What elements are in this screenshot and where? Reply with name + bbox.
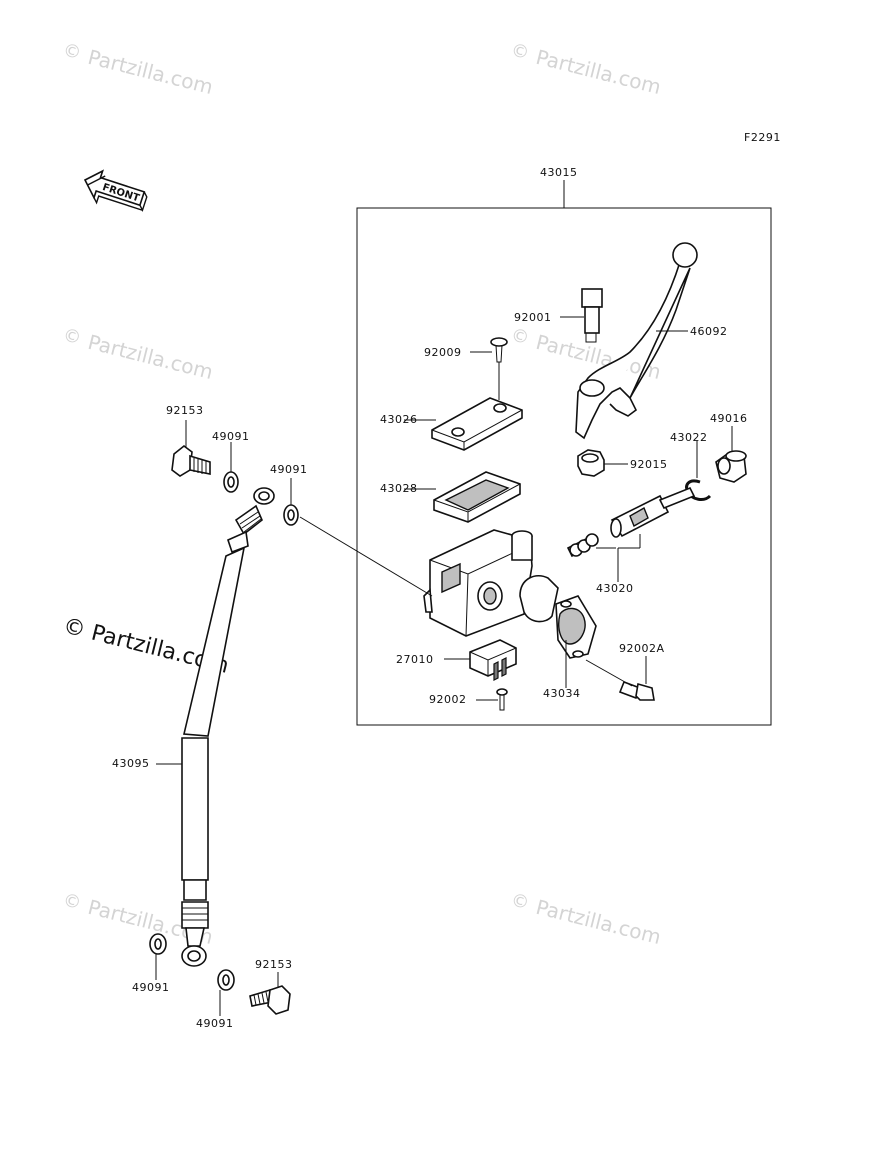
- part-label-43020: 43020: [596, 582, 634, 595]
- clamp-bolt: [618, 680, 655, 701]
- part-label-49091-top-b: 49091: [270, 463, 308, 476]
- banjo-bolt-top: [171, 444, 211, 477]
- reservoir-cover: [431, 397, 523, 451]
- piston-kit: [566, 486, 696, 558]
- brake-hose: [181, 487, 275, 967]
- watermark-text: Partzilla.com: [534, 895, 664, 949]
- part-label-43022: 43022: [670, 431, 708, 444]
- switch-screw: [496, 688, 508, 711]
- watermark-text: Partzilla.com: [86, 45, 216, 99]
- part-label-43095: 43095: [112, 757, 150, 770]
- handlebar-clamp: [519, 574, 597, 659]
- pivot-nut: [577, 449, 605, 477]
- brake-switch: [469, 639, 517, 681]
- watermark-symbol: ©: [61, 889, 84, 914]
- part-label-92009: 92009: [424, 346, 462, 359]
- part-label-49091-bottom-a: 49091: [132, 981, 170, 994]
- assembly-box: 43015: [356, 166, 772, 726]
- part-label-43028: 43028: [380, 482, 418, 495]
- part-label-92001: 92001: [514, 311, 552, 324]
- watermark-symbol: ©: [509, 889, 532, 914]
- part-label-92153-bottom: 92153: [255, 958, 293, 971]
- part-label-43026: 43026: [380, 413, 418, 426]
- crush-washer-bottom-b: [217, 969, 235, 991]
- part-label-46092: 46092: [690, 325, 728, 338]
- crush-washer-top-a: [223, 471, 239, 493]
- part-label-49016: 49016: [710, 412, 748, 425]
- watermark-symbol: ©: [61, 324, 84, 349]
- diaphragm-gasket: [433, 471, 521, 523]
- banjo-bolt-bottom: [249, 985, 291, 1015]
- watermark-symbol: ©: [61, 39, 84, 64]
- dust-boot: [715, 450, 747, 483]
- master-cylinder-body: [423, 529, 533, 637]
- figure-code: F2291: [744, 131, 781, 144]
- watermark-text: Partzilla.com: [534, 45, 664, 99]
- part-label-92153-top: 92153: [166, 404, 204, 417]
- crush-washer-top-b: [283, 504, 299, 526]
- part-label-43034: 43034: [543, 687, 581, 700]
- part-label-49091-top-a: 49091: [212, 430, 250, 443]
- watermark-symbol: ©: [509, 39, 532, 64]
- part-label-92015: 92015: [630, 458, 668, 471]
- part-label-27010: 27010: [396, 653, 434, 666]
- front-arrow-icon: FRONT: [83, 169, 148, 213]
- part-label-92002A: 92002A: [619, 642, 665, 655]
- pivot-bolt: [581, 288, 603, 343]
- watermark-text: Partzilla.com: [86, 330, 216, 384]
- watermark-symbol: ©: [509, 324, 532, 349]
- cover-screw: [490, 337, 508, 363]
- brake-lever: [575, 242, 698, 440]
- crush-washer-bottom-a: [149, 933, 167, 955]
- part-label-92002: 92002: [429, 693, 467, 706]
- part-label-49091-bottom-b: 49091: [196, 1017, 234, 1030]
- assembly-label: 43015: [540, 166, 578, 179]
